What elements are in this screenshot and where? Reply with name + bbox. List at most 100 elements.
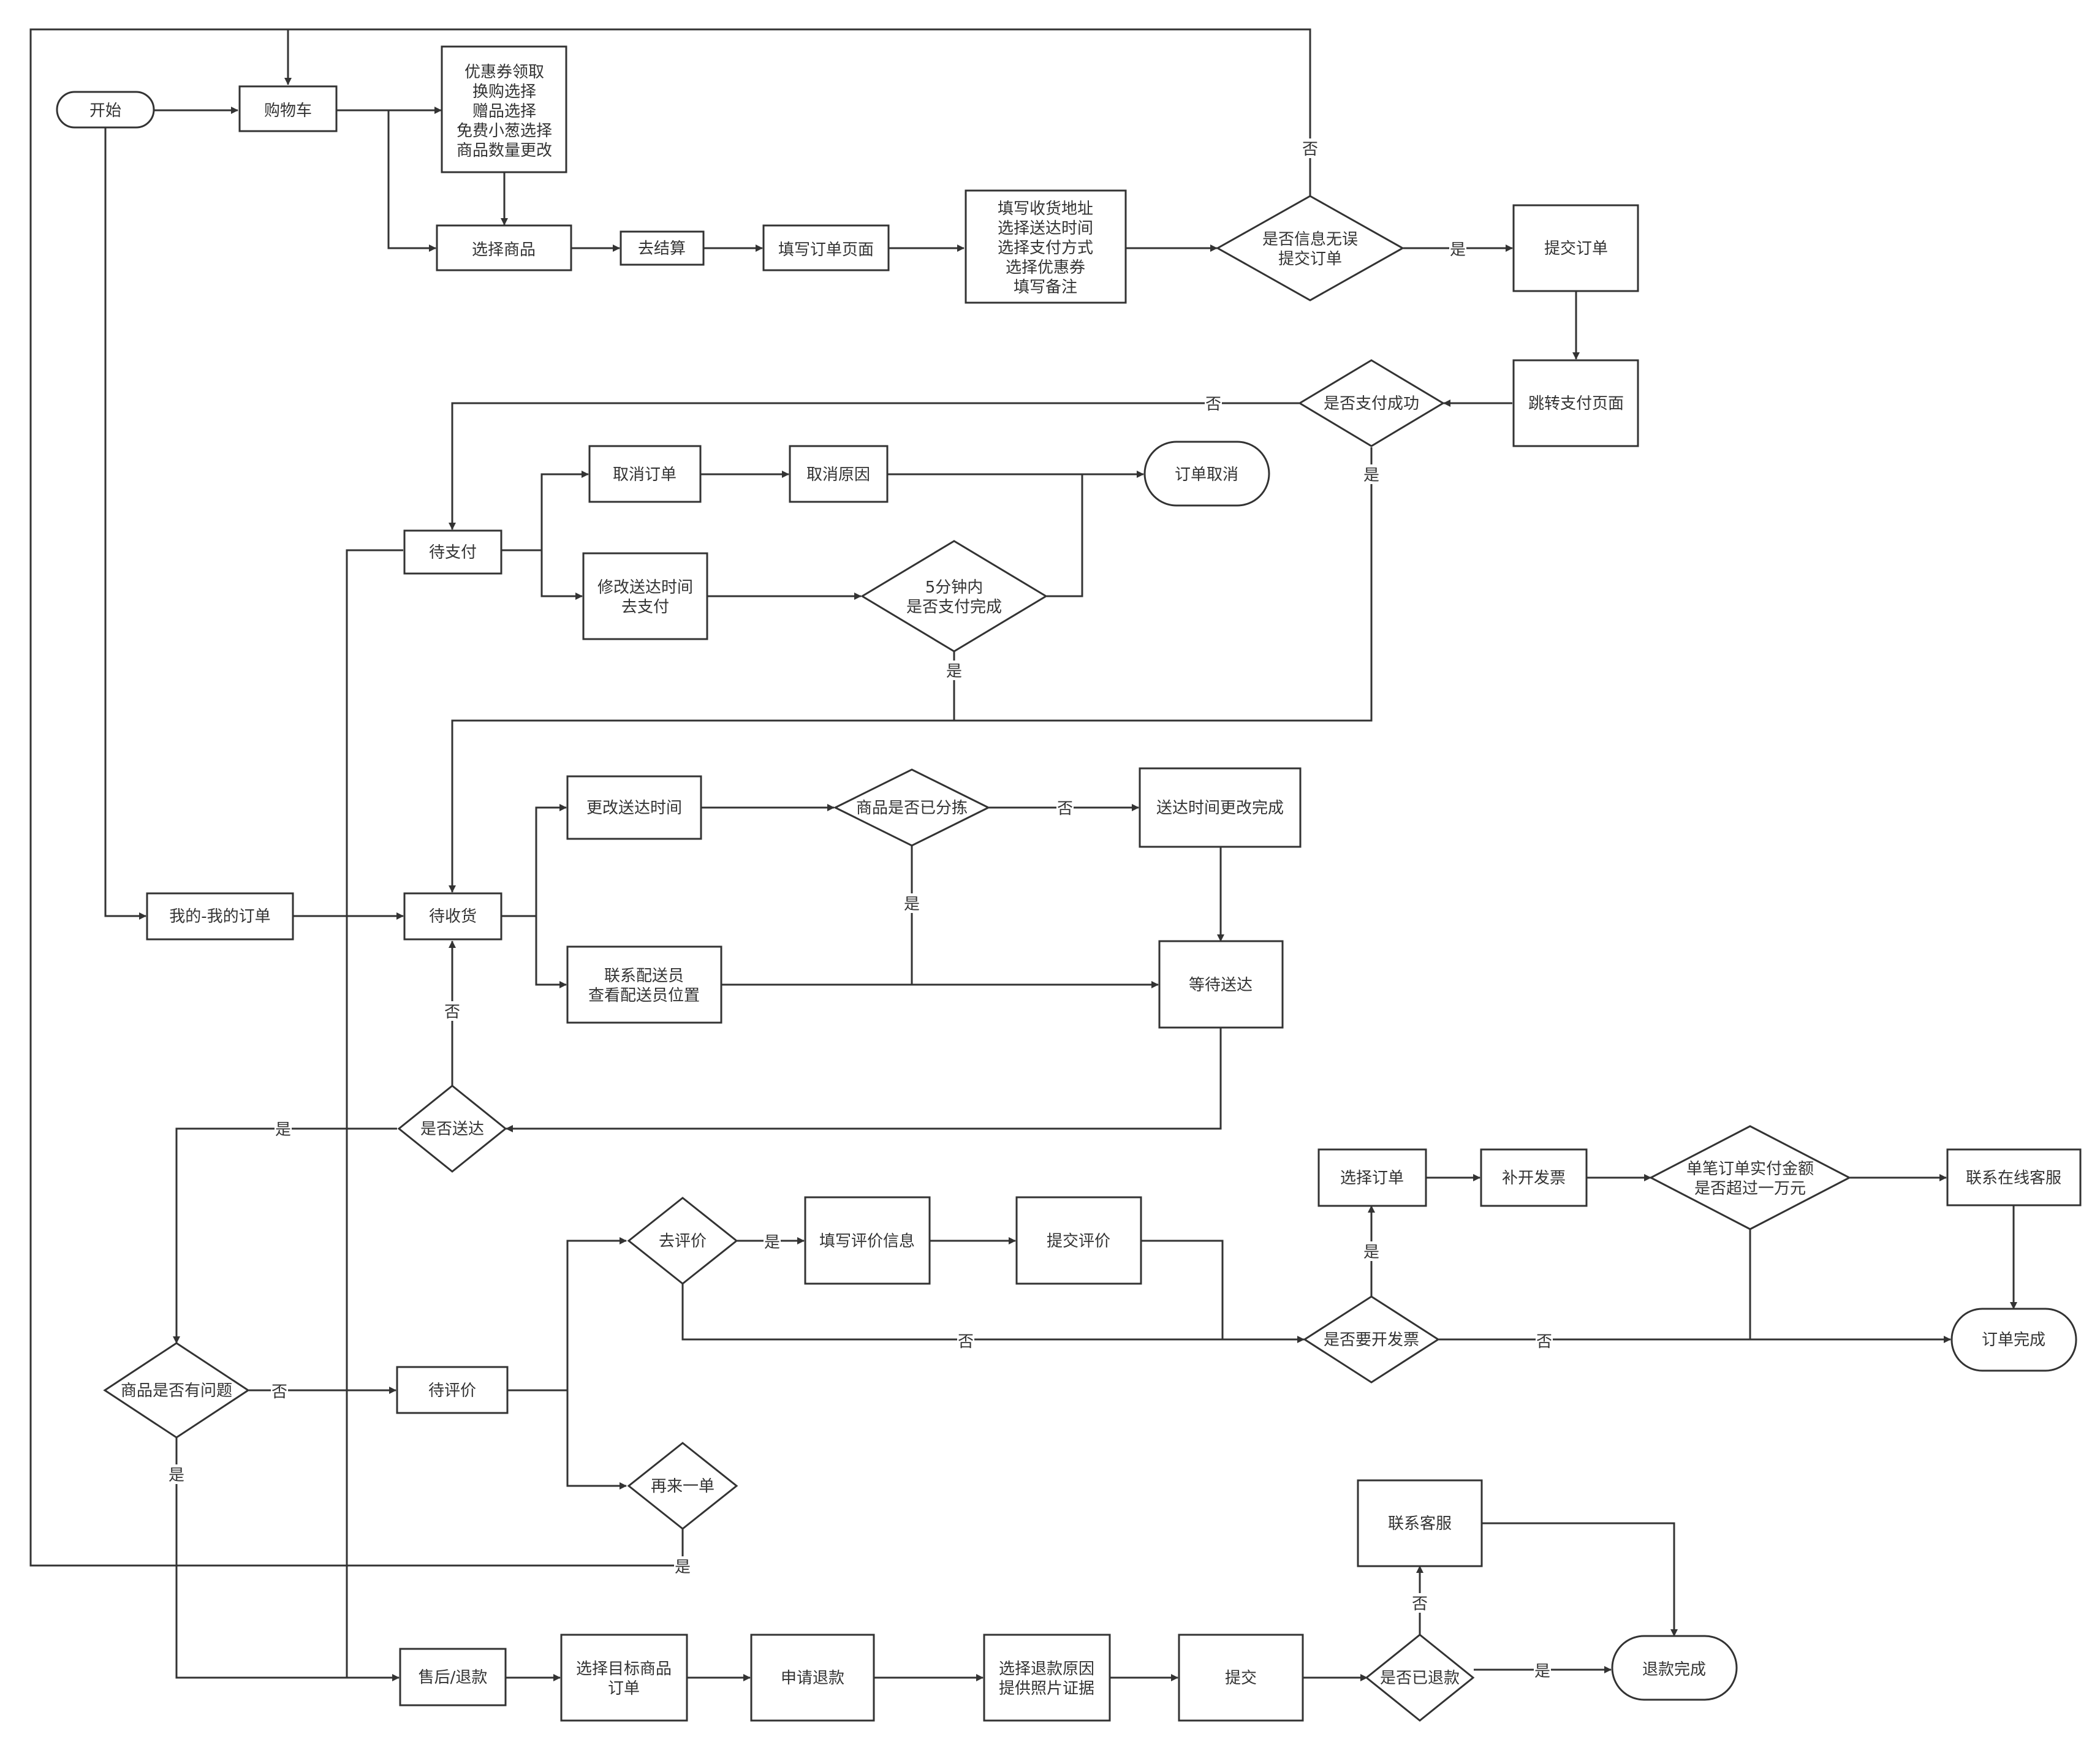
node-cart-options-line-3: 赠品选择 (472, 102, 536, 121)
node-after-sale-label: 售后/退款 (419, 1668, 488, 1687)
node-modify-time-pay-line-2: 去支付 (621, 598, 669, 616)
node-cart-options-line-2: 换购选择 (472, 83, 536, 101)
edge-label-sorted-yes: 是 (904, 895, 920, 914)
node-cart-label: 购物车 (264, 102, 312, 120)
edge-label-pay-yes: 是 (1363, 466, 1379, 485)
node-fill-info-line-3: 选择支付方式 (998, 239, 1093, 257)
node-pending-pay-label: 待支付 (429, 543, 477, 562)
node-need-invoice-decision: 是否要开发票 (1303, 1295, 1440, 1384)
node-five-min-decision: 5分钟内 是否支付完成 (860, 540, 1048, 653)
node-reorder-decision: 再来一单 (627, 1442, 738, 1530)
node-apply-refund-label: 申请退款 (781, 1669, 844, 1687)
node-cancel-order: 取消订单 (588, 445, 702, 503)
node-select-target: 选择目标商品 订单 (560, 1634, 688, 1722)
edge-label-reorder-yes: 是 (675, 1558, 691, 1577)
node-go-review-label: 去评价 (659, 1232, 707, 1251)
node-submit-review: 提交评价 (1015, 1196, 1142, 1285)
node-refund-reason-line-1: 选择退款原因 (999, 1660, 1094, 1678)
node-select-order: 选择订单 (1317, 1148, 1427, 1207)
node-select-target-line-1: 选择目标商品 (576, 1660, 672, 1678)
node-cart-options-line-5: 商品数量更改 (457, 142, 552, 160)
edge-label-info-no: 否 (1302, 140, 1318, 159)
node-contact-cs: 联系客服 (1357, 1479, 1483, 1567)
node-cart-options-line-4: 免费小葱选择 (457, 122, 552, 140)
node-fill-order-page-label: 填写订单页面 (778, 241, 874, 259)
node-change-time: 更改送达时间 (566, 775, 702, 840)
node-start-label: 开始 (89, 102, 121, 120)
node-info-ok-line-2: 提交订单 (1278, 250, 1342, 268)
node-time-changed: 送达时间更改完成 (1139, 767, 1302, 848)
node-pending-review: 待评价 (396, 1366, 509, 1414)
node-order-cancelled-label: 订单取消 (1175, 466, 1238, 484)
node-my-orders: 我的-我的订单 (146, 892, 294, 941)
edge-label-delivered-no: 否 (444, 1003, 460, 1021)
node-contact-cs-label: 联系客服 (1388, 1515, 1452, 1533)
node-select-target-line-2: 订单 (608, 1680, 640, 1698)
node-start: 开始 (56, 91, 155, 129)
node-fill-review: 填写评价信息 (804, 1196, 931, 1285)
node-contact-courier: 联系配送员 查看配送员位置 (566, 945, 722, 1024)
node-apply-refund: 申请退款 (750, 1634, 875, 1722)
node-fill-info: 填写收货地址 选择送达时间 选择支付方式 选择优惠券 填写备注 (965, 189, 1127, 304)
node-modify-time-pay-line-1: 修改送达时间 (597, 578, 693, 597)
node-submit-order: 提交订单 (1512, 204, 1639, 292)
node-contact-online-cs-label: 联系在线客服 (1966, 1169, 2061, 1187)
node-delivered-label: 是否送达 (420, 1120, 484, 1138)
node-checkout: 去结算 (620, 230, 705, 266)
node-after-sale: 售后/退款 (399, 1648, 507, 1706)
node-sorted-label: 商品是否已分拣 (856, 799, 968, 817)
node-need-invoice-label: 是否要开发票 (1324, 1331, 1419, 1349)
node-amount-check-decision: 单笔订单实付金额 是否超过一万元 (1648, 1125, 1852, 1230)
node-submit: 提交 (1178, 1634, 1304, 1722)
node-info-ok-decision: 是否信息无误 提交订单 (1215, 195, 1405, 301)
node-jump-pay-label: 跳转支付页面 (1528, 395, 1624, 413)
node-cancel-reason: 取消原因 (789, 445, 889, 503)
node-submit-review-label: 提交评价 (1047, 1232, 1110, 1251)
edge-label-refunded-no: 否 (1412, 1595, 1428, 1613)
node-change-time-label: 更改送达时间 (586, 799, 682, 817)
node-amount-check-line-1: 单笔订单实付金额 (1686, 1160, 1814, 1178)
edge-labels: 否 是 否 是 是 否 是 否 是 是 否 是 否 否 是 是 否 是 (168, 138, 1553, 1681)
edge-label-review-no: 否 (958, 1333, 974, 1351)
node-cart-options-line-1: 优惠券领取 (464, 63, 544, 81)
node-pending-review-label: 待评价 (428, 1382, 476, 1400)
node-wait-delivery: 等待送达 (1158, 940, 1284, 1029)
node-contact-courier-line-1: 联系配送员 (604, 967, 684, 985)
node-modify-time-pay: 修改送达时间 去支付 (582, 552, 708, 640)
node-order-done: 订单完成 (1950, 1308, 2077, 1372)
node-amount-check-line-2: 是否超过一万元 (1694, 1180, 1806, 1198)
node-contact-online-cs: 联系在线客服 (1946, 1148, 2082, 1206)
node-sorted-decision: 商品是否已分拣 (833, 768, 991, 847)
node-refunded-decision: 是否已退款 (1365, 1634, 1475, 1722)
node-pending-receive-label: 待收货 (429, 907, 477, 926)
node-jump-pay: 跳转支付页面 (1512, 359, 1639, 447)
node-fill-info-line-1: 填写收货地址 (998, 200, 1093, 218)
edge-label-info-yes: 是 (1450, 241, 1466, 259)
node-select-goods: 选择商品 (436, 224, 572, 271)
nodes: 开始 购物车 优惠券领取 换购选择 赠品选择 免费小葱选择 商品数量更改 选择商… (56, 45, 2082, 1722)
node-info-ok-line-1: 是否信息无误 (1262, 230, 1358, 249)
edge-label-delivered-yes: 是 (275, 1121, 291, 1139)
node-contact-courier-line-2: 查看配送员位置 (588, 987, 700, 1005)
node-refund-reason: 选择退款原因 提供照片证据 (983, 1634, 1111, 1722)
node-pay-success-label: 是否支付成功 (1324, 395, 1419, 413)
edge-label-problem-no: 否 (271, 1383, 287, 1401)
node-pending-receive: 待收货 (403, 892, 502, 941)
edge-label-refunded-yes: 是 (1534, 1662, 1550, 1681)
edge-label-five-min-yes: 是 (946, 662, 962, 681)
node-pending-pay: 待支付 (403, 529, 502, 575)
node-fill-info-line-5: 填写备注 (1014, 278, 1077, 297)
node-time-changed-label: 送达时间更改完成 (1156, 799, 1284, 817)
node-delivered-decision: 是否送达 (397, 1085, 507, 1173)
node-cancel-order-label: 取消订单 (613, 466, 677, 484)
node-five-min-line-1: 5分钟内 (925, 578, 984, 597)
node-five-min-line-2: 是否支付完成 (906, 598, 1002, 616)
node-cart-options: 优惠券领取 换购选择 赠品选择 免费小葱选择 商品数量更改 (441, 45, 567, 173)
edge-label-invoice-yes: 是 (1363, 1243, 1379, 1262)
node-checkout-label: 去结算 (638, 240, 686, 258)
node-fill-info-line-2: 选择送达时间 (998, 219, 1093, 238)
node-goods-problem-decision: 商品是否有问题 (103, 1342, 250, 1439)
node-fill-info-line-4: 选择优惠券 (1006, 259, 1085, 277)
node-reissue-invoice: 补开发票 (1480, 1148, 1588, 1207)
